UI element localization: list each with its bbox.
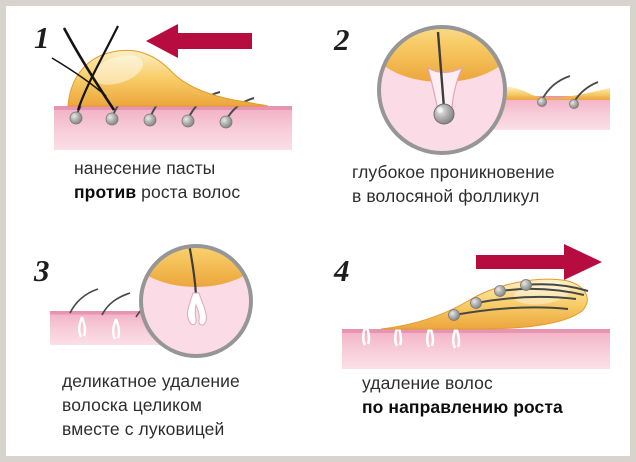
- paste-highlight: [92, 55, 144, 85]
- paste-blob: [67, 49, 269, 107]
- skin-surface-line: [342, 329, 610, 333]
- follicle-channel: [427, 66, 464, 113]
- caption-bold: против: [74, 182, 137, 203]
- caption-line: глубокое проникновение: [352, 162, 555, 182]
- step-number: 4: [334, 253, 350, 288]
- illustration-removal-zoom: [50, 244, 253, 358]
- paste-blob: [380, 28, 504, 82]
- removed-hairs: [453, 283, 589, 316]
- magnifier-content: [380, 28, 504, 152]
- hair-bulb: [433, 103, 455, 125]
- illustration-follicle-zoom: [377, 25, 610, 155]
- step-panel-4: 4: [318, 231, 630, 456]
- magnifier-content: [142, 247, 250, 355]
- arrow-right-icon: [476, 244, 602, 280]
- caption-line: роста волос: [136, 182, 241, 203]
- paste-blob: [142, 247, 250, 287]
- magnifier-ring: [139, 244, 253, 358]
- empty-root-marks: [78, 316, 121, 340]
- step-panel-2: 2 глубокое про: [318, 6, 630, 231]
- extracted-bulb: [187, 292, 207, 326]
- caption-bold: по направлению роста: [362, 397, 563, 418]
- step-number: 2: [334, 22, 350, 57]
- hair-shaft: [436, 31, 446, 109]
- skin-layer: [342, 329, 610, 369]
- skin-surface-line: [50, 311, 162, 315]
- arrow-left-icon: [146, 24, 252, 58]
- step-number: 1: [34, 20, 50, 55]
- caption-step-1: нанесение пасты против роста волос: [74, 156, 240, 204]
- magnifier-ring: [377, 25, 507, 155]
- caption-step-3: деликатное удаление волоска целиком вмес…: [62, 369, 240, 441]
- caption-line: деликатное удаление: [62, 371, 240, 391]
- caption-line: нанесение пасты: [74, 158, 216, 178]
- step-panel-3: 3 деликатное удаление: [6, 231, 318, 456]
- caption-step-2: глубокое проникновение в волосяной фолли…: [352, 160, 555, 208]
- caption-line: волоска целиком: [62, 395, 203, 416]
- caption-line: вместе с луковицей: [62, 419, 225, 440]
- paste-blob: [380, 278, 588, 330]
- hair-shaft: [186, 247, 198, 296]
- hair-bulbs: [537, 97, 579, 109]
- step-number: 3: [34, 253, 50, 288]
- loose-hair: [51, 25, 119, 111]
- step-panel-1: 1: [6, 6, 318, 231]
- caption-step-4: удаление волос по направлению роста: [362, 371, 563, 419]
- skin-layer: [54, 106, 292, 150]
- illustration-apply-paste: [51, 24, 292, 150]
- caption-line: удаление волос: [362, 373, 493, 393]
- hair-bulbs: [69, 111, 233, 129]
- skin-surface-line: [54, 106, 292, 110]
- caption-line: в волосяной фолликул: [352, 186, 540, 207]
- illustration-pull-with-growth: [342, 244, 610, 369]
- hair-bulbs: [448, 279, 532, 321]
